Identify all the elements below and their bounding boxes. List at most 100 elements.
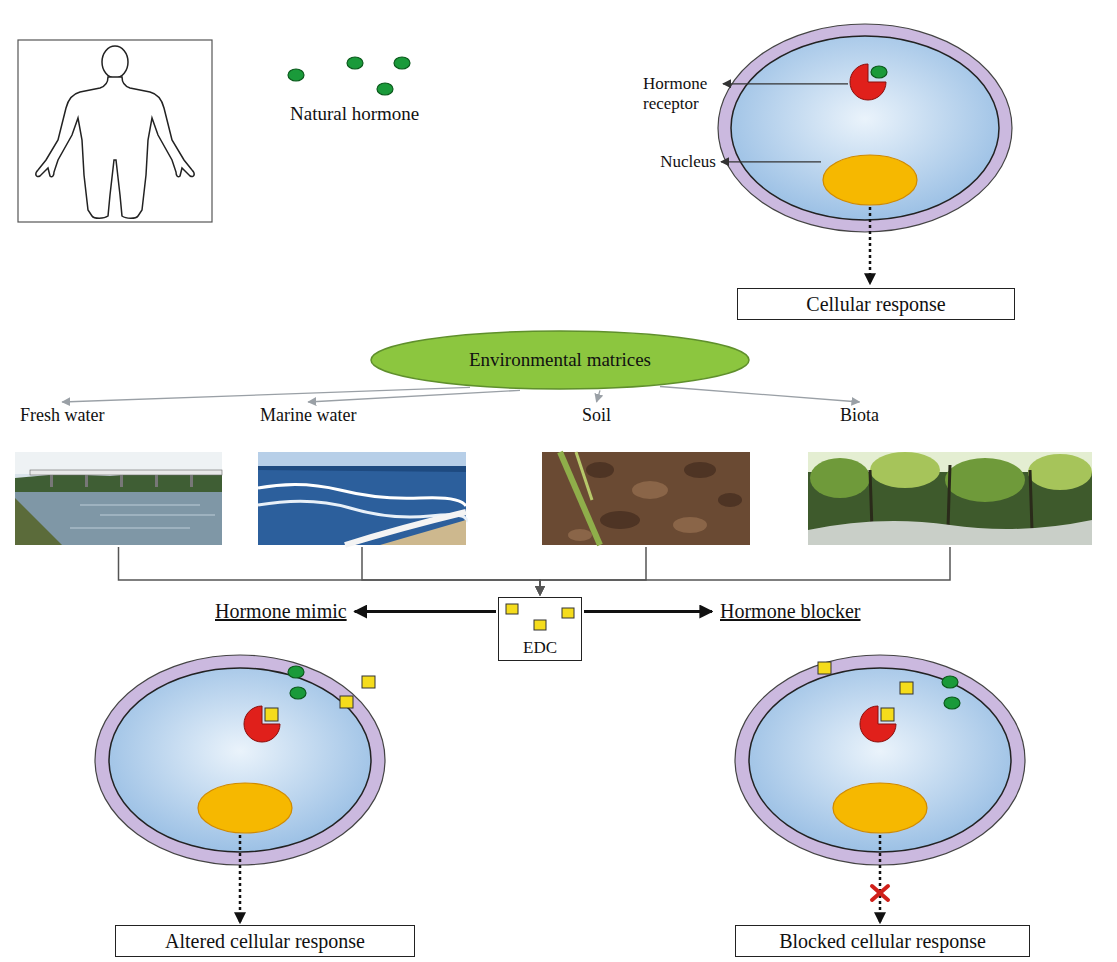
normal-cell-part bbox=[718, 24, 1012, 232]
mimic-cell-part bbox=[198, 783, 292, 833]
mimic-cell-part bbox=[244, 706, 280, 742]
normal-cell-part bbox=[871, 66, 887, 78]
blocker-cell-part bbox=[749, 668, 1011, 852]
soil-photo-part bbox=[568, 529, 592, 541]
block-cross-part bbox=[872, 886, 888, 900]
connector-arrow bbox=[62, 387, 470, 402]
soil-photo-part bbox=[600, 511, 640, 529]
biota-photo-part bbox=[870, 452, 940, 488]
biota-photo-part bbox=[810, 458, 870, 498]
marine-water-photo-part bbox=[258, 452, 466, 545]
mimic-cell-part bbox=[290, 687, 306, 699]
blocker-cell-part bbox=[900, 682, 913, 694]
blocker-cell-part bbox=[860, 706, 896, 742]
fresh-water-photo-part bbox=[15, 498, 62, 545]
response-box: Blocked cellular response bbox=[735, 925, 1030, 957]
hormone-dots-part bbox=[347, 57, 363, 69]
normal-cell bbox=[718, 24, 1012, 284]
connector-arrow bbox=[540, 547, 950, 595]
biota-photo-part bbox=[808, 520, 1092, 545]
marine-water-photo-part bbox=[258, 466, 466, 472]
soil-photo-part bbox=[632, 481, 668, 499]
hormone-dots bbox=[288, 57, 410, 95]
response-box: Cellular response bbox=[737, 288, 1015, 320]
soil-photo-part bbox=[560, 452, 600, 545]
connector-arrow bbox=[660, 387, 860, 402]
soil-photo-part bbox=[542, 452, 750, 545]
block-cross-part bbox=[872, 886, 888, 900]
normal-cell-part bbox=[850, 64, 886, 100]
blocker-cell-part bbox=[881, 708, 894, 721]
human-figure-part bbox=[102, 46, 128, 78]
hormone-label: Natural hormone bbox=[290, 103, 419, 125]
edc-squares-part bbox=[562, 608, 574, 618]
biota-photo bbox=[808, 452, 1092, 545]
hormone-dots-part bbox=[394, 57, 410, 69]
part-label: Hormone receptor bbox=[643, 74, 718, 113]
connector-arrow bbox=[355, 610, 496, 613]
connector-arrow bbox=[362, 547, 540, 595]
node-label: Marine water bbox=[260, 405, 356, 426]
fresh-water-photo-part bbox=[155, 475, 158, 487]
biota-photo-part bbox=[945, 458, 1025, 502]
normal-cell-part bbox=[823, 155, 917, 205]
node-label: Biota bbox=[840, 405, 879, 426]
blocker-cell-part bbox=[833, 783, 927, 833]
edc-box: EDC bbox=[498, 597, 582, 661]
biota-photo-part bbox=[870, 465, 1032, 530]
normal-cell-part bbox=[869, 207, 872, 284]
hormone-dots-part bbox=[377, 83, 393, 95]
mimic-cell bbox=[95, 655, 385, 865]
marine-water-photo-part bbox=[258, 452, 466, 466]
mimic-cell-part bbox=[340, 696, 353, 708]
blocker-cell-part bbox=[818, 662, 831, 674]
connector-arrow bbox=[308, 390, 520, 402]
soil-photo-part bbox=[576, 452, 592, 500]
cell-node: Hormone mimic bbox=[95, 600, 385, 865]
blocker-cell bbox=[735, 655, 1025, 865]
node-label: EDC bbox=[523, 638, 557, 658]
human-figure-part bbox=[18, 40, 212, 222]
soil-photo-part bbox=[673, 517, 707, 533]
blocker-cell-part bbox=[735, 655, 1025, 865]
connector-arrow bbox=[119, 547, 541, 595]
edc-squares bbox=[506, 604, 574, 630]
mimic-cell-part bbox=[265, 708, 278, 721]
node-label: Soil bbox=[582, 405, 611, 426]
fresh-water-photo bbox=[15, 452, 222, 545]
human-figure-part bbox=[36, 77, 194, 218]
fresh-water-photo-part bbox=[70, 505, 215, 528]
edc-squares-part bbox=[506, 604, 518, 614]
fresh-water-photo-part bbox=[15, 452, 222, 545]
mimic-cell-part bbox=[109, 668, 371, 852]
fresh-water-photo-part bbox=[120, 475, 123, 487]
matrix-photo: Marine water bbox=[258, 405, 466, 545]
node-label: Fresh water bbox=[20, 405, 104, 426]
biota-photo-part bbox=[808, 452, 1092, 545]
matrix-photo: Biota bbox=[808, 405, 1092, 545]
soil-photo-part bbox=[684, 462, 716, 478]
fresh-water-photo-part bbox=[15, 492, 222, 545]
cell-node: Hormone blocker bbox=[720, 600, 1025, 865]
fresh-water-photo-part bbox=[190, 475, 193, 487]
marine-water-photo-part bbox=[345, 512, 466, 545]
node-label: Environmental matrices bbox=[469, 349, 651, 371]
mimic-cell-part bbox=[362, 676, 375, 688]
node-label: Blocked cellular response bbox=[779, 930, 986, 953]
connector-arrow bbox=[540, 547, 646, 595]
part-label: Nucleus bbox=[660, 152, 716, 172]
block-cross bbox=[872, 886, 888, 900]
leader-arrow bbox=[721, 161, 821, 162]
blocker-cell-part bbox=[944, 697, 960, 709]
ellipse-shape bbox=[371, 331, 749, 389]
human-figure bbox=[18, 40, 212, 222]
connector-arrow bbox=[239, 865, 242, 923]
soil-photo-part bbox=[718, 493, 742, 507]
fresh-water-photo-part bbox=[15, 452, 222, 474]
mimic-cell-part bbox=[95, 655, 385, 865]
fresh-water-photo-part bbox=[85, 475, 88, 487]
response-box: Altered cellular response bbox=[115, 925, 415, 957]
